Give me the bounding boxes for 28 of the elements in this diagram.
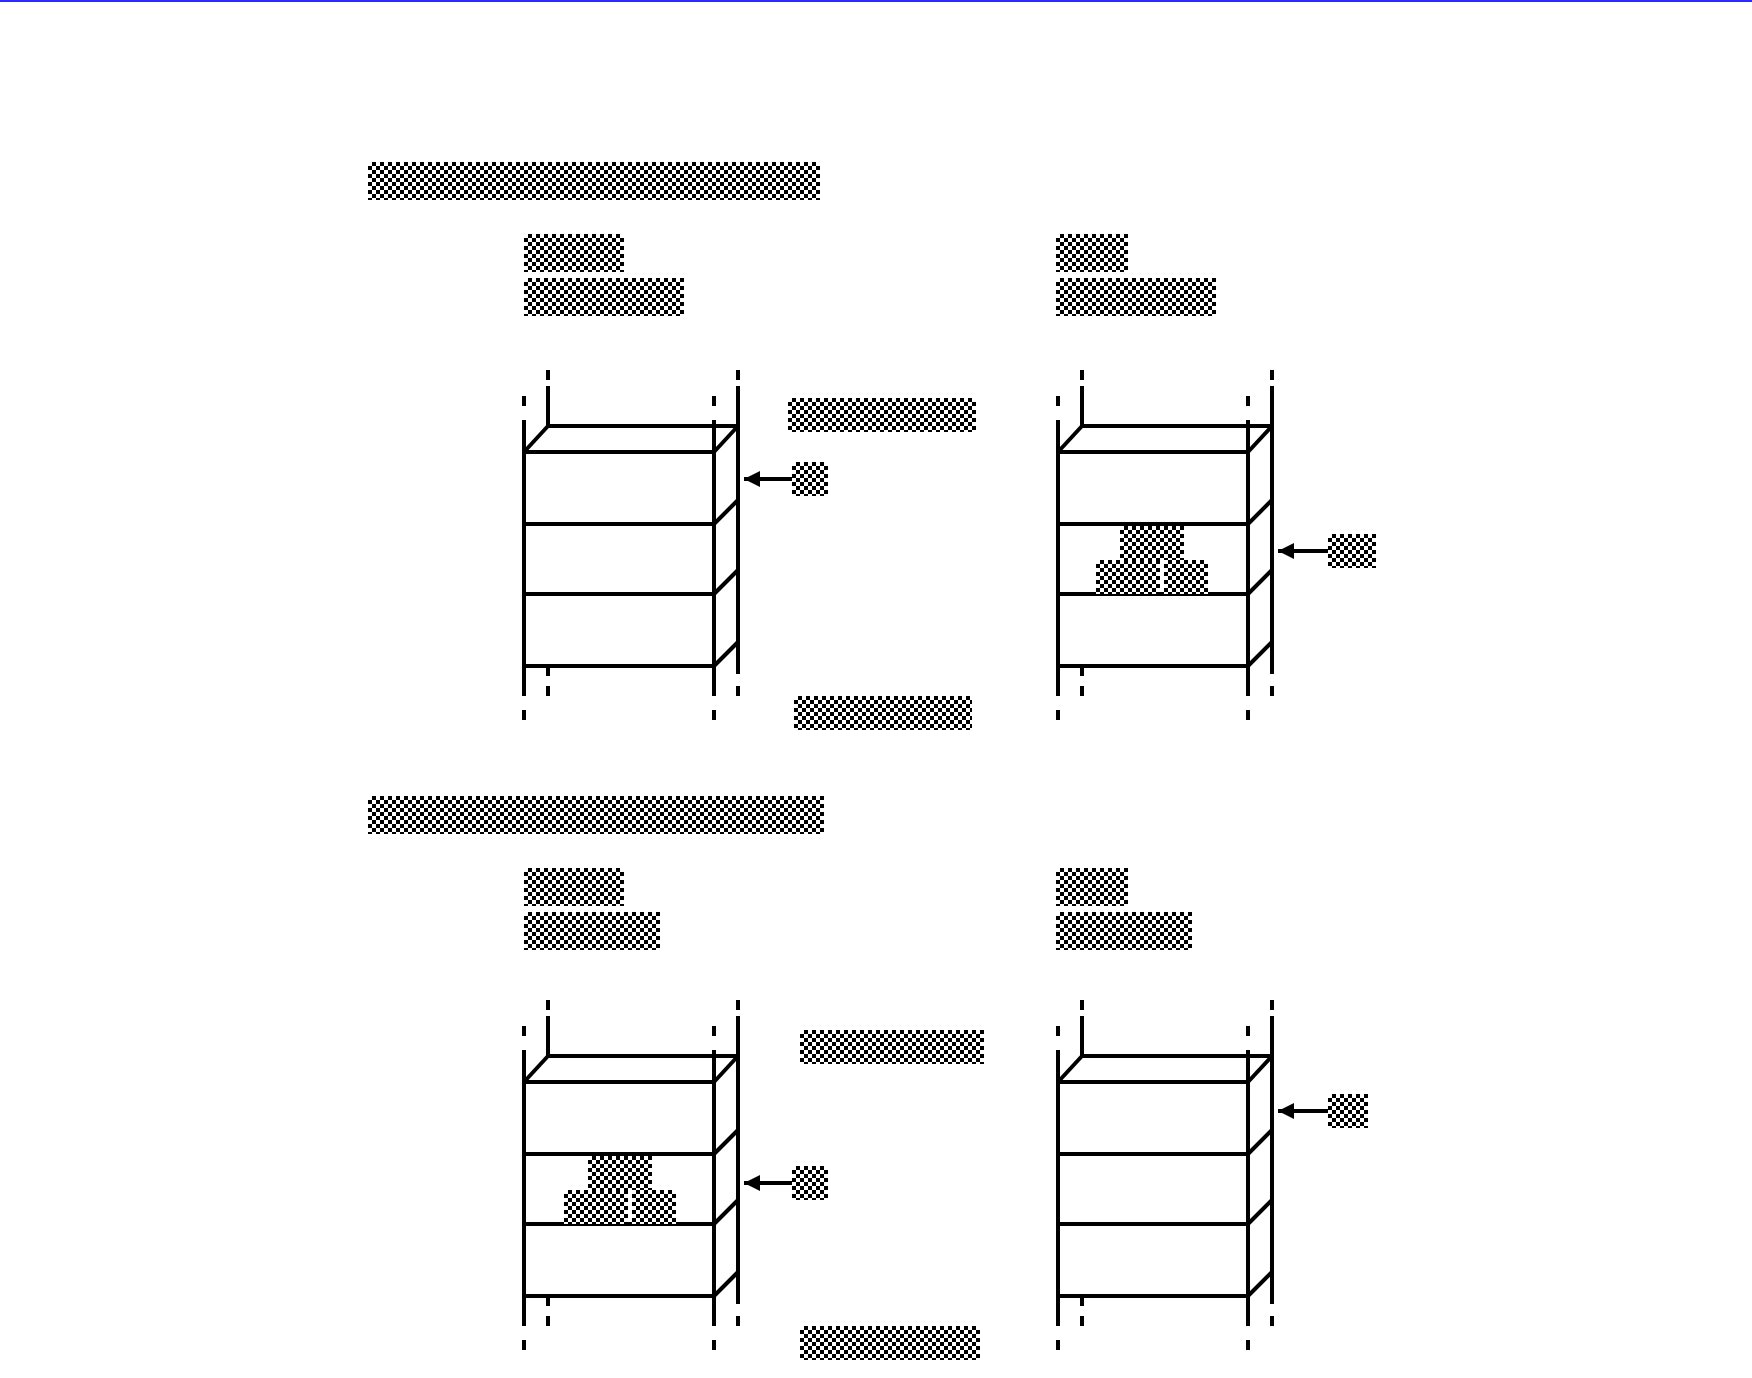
checkered-block: [788, 398, 976, 432]
checkered-block: [800, 1030, 984, 1064]
arrow: [744, 1175, 792, 1191]
checkered-block: [1056, 278, 1216, 316]
arrow: [744, 471, 792, 487]
checkered-block: [368, 796, 824, 834]
checkered-block: [792, 462, 828, 496]
arrow: [1278, 543, 1328, 559]
checkered-block: [524, 912, 660, 950]
checkered-block: [1056, 234, 1128, 272]
checkered-block: [524, 868, 624, 906]
shelf-item: [1164, 560, 1208, 594]
checkered-block: [1056, 868, 1128, 906]
checkered-block: [1056, 912, 1192, 950]
checkered-block: [524, 234, 624, 272]
checkered-block: [1328, 1094, 1368, 1128]
checkered-block: [800, 1326, 980, 1360]
checkered-block: [794, 696, 972, 730]
shelf-item: [632, 1190, 676, 1224]
arrow: [1278, 1103, 1328, 1119]
shelf-item: [1096, 560, 1160, 594]
checkered-block: [368, 162, 820, 200]
shelf-item: [588, 1156, 652, 1190]
checkered-block: [524, 278, 684, 316]
shelf-item: [1120, 526, 1184, 560]
checkered-block: [1328, 534, 1376, 568]
shelf-item: [564, 1190, 628, 1224]
checkered-block: [792, 1166, 828, 1200]
